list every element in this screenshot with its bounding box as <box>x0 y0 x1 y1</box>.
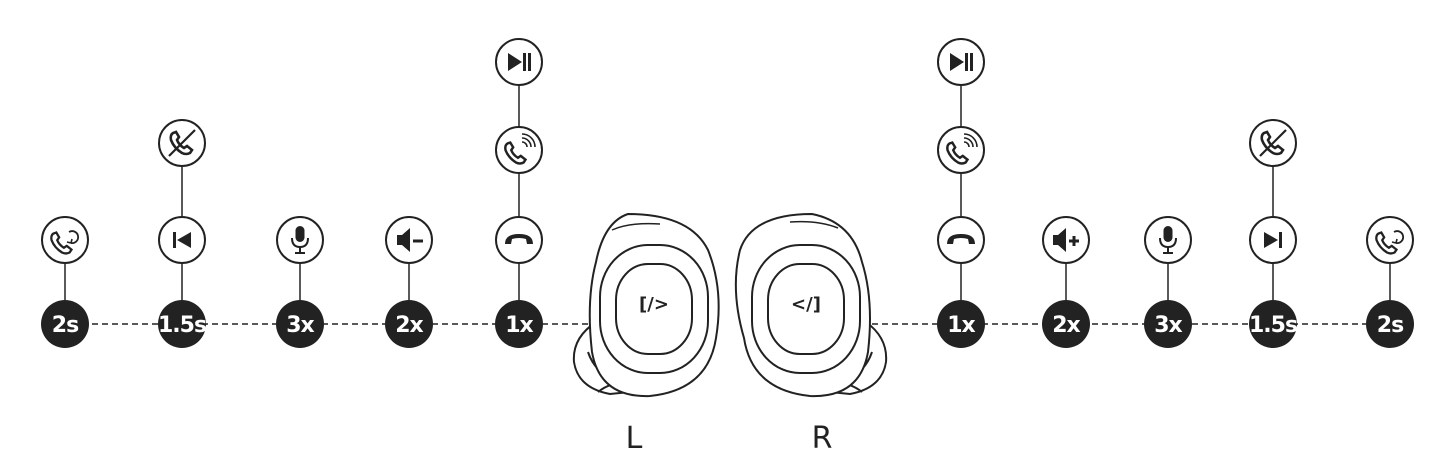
gesture-badge: 3x <box>1144 300 1192 348</box>
microphone-icon <box>1144 216 1192 264</box>
play-pause-icon <box>937 38 985 86</box>
volume-down-icon <box>385 216 433 264</box>
gesture-badge: 1x <box>937 300 985 348</box>
left-gesture-badges: 2s 1.5s 3x 2x 1x <box>41 300 543 348</box>
microphone-icon <box>276 216 324 264</box>
answer-call-icon <box>937 126 985 174</box>
gesture-badge: 1x <box>495 300 543 348</box>
hang-up-icon <box>937 216 985 264</box>
gesture-label: 3x <box>1154 313 1182 338</box>
gesture-label: 1x <box>947 313 975 338</box>
right-earbud-logo: </] <box>791 294 821 315</box>
gesture-label: 1.5s <box>158 313 207 338</box>
connectors <box>64 85 1391 300</box>
gesture-label: 1x <box>505 313 533 338</box>
voice-assistant-call-icon <box>41 216 89 264</box>
right-gesture-badges: 1x 2x 3x 1.5s 2s <box>937 300 1414 348</box>
play-pause-icon <box>495 38 543 86</box>
volume-up-icon <box>1042 216 1090 264</box>
gesture-badge: 1.5s <box>158 300 208 348</box>
left-earbud-label: L <box>626 421 643 456</box>
gesture-badge: 2s <box>41 300 89 348</box>
gesture-badge: 2x <box>1042 300 1090 348</box>
gesture-label: 1.5s <box>1249 313 1298 338</box>
gesture-label: 2s <box>52 313 79 338</box>
gesture-label: 3x <box>286 313 314 338</box>
voice-assistant-call-icon <box>1366 216 1414 264</box>
gesture-label: 2x <box>395 313 423 338</box>
left-earbud-logo: [/> <box>639 294 669 315</box>
left-earbud: [/> <box>572 212 720 398</box>
next-track-icon <box>1249 216 1297 264</box>
gesture-badge: 3x <box>276 300 324 348</box>
gesture-badge: 2s <box>1366 300 1414 348</box>
right-earbud-label: R <box>812 421 833 456</box>
gesture-badge: 2x <box>385 300 433 348</box>
reject-call-icon <box>1249 119 1297 167</box>
hang-up-icon <box>495 216 543 264</box>
gesture-label: 2x <box>1052 313 1080 338</box>
right-earbud: </] <box>734 212 888 398</box>
gesture-badge: 1.5s <box>1249 300 1299 348</box>
gesture-label: 2s <box>1377 313 1404 338</box>
reject-call-icon <box>158 119 206 167</box>
answer-call-icon <box>495 126 543 174</box>
previous-track-icon <box>158 216 206 264</box>
